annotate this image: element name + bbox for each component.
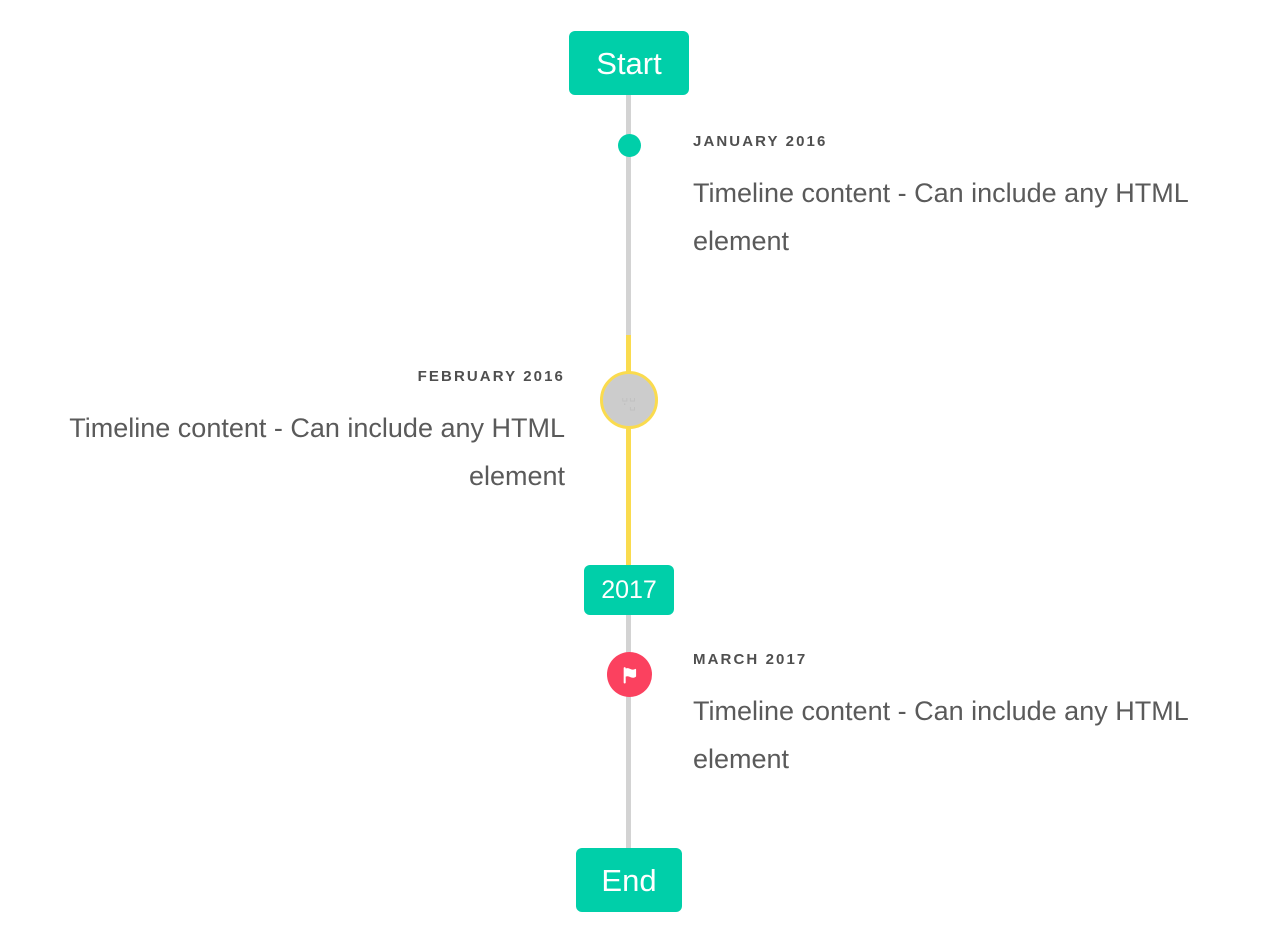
timeline-marker-broken-glyph-icon[interactable]: ␣␣ ·␣ [600, 371, 658, 429]
timeline-line-segment-grey-top [626, 94, 631, 335]
timeline-marker-flag-icon[interactable] [607, 652, 652, 697]
event-date-label: March 2017 [693, 651, 808, 668]
timeline-line-segment-yellow [626, 335, 631, 565]
timeline-event-january-2016: January 2016 Timeline content - Can incl… [693, 133, 1233, 265]
flag-icon [623, 666, 636, 684]
timeline-line-segment-grey-bottom [626, 615, 631, 852]
event-content-text: Timeline content - Can include any HTML … [693, 178, 1188, 256]
timeline-year-divider-badge[interactable]: 2017 [584, 565, 674, 615]
event-date-label: February 2016 [417, 368, 565, 385]
timeline-event-february-2016: February 2016 Timeline content - Can inc… [35, 368, 565, 500]
event-content-text: Timeline content - Can include any HTML … [693, 696, 1188, 774]
timeline-start-badge[interactable]: Start [569, 31, 689, 95]
timeline-event-march-2017: March 2017 Timeline content - Can includ… [693, 651, 1233, 783]
event-date-label: January 2016 [693, 133, 828, 150]
missing-glyph-icon: ␣␣ ·␣ [621, 389, 637, 411]
timeline-end-badge[interactable]: End [576, 848, 682, 912]
timeline-marker-dot-icon[interactable] [618, 134, 641, 157]
event-content-text: Timeline content - Can include any HTML … [69, 413, 565, 491]
